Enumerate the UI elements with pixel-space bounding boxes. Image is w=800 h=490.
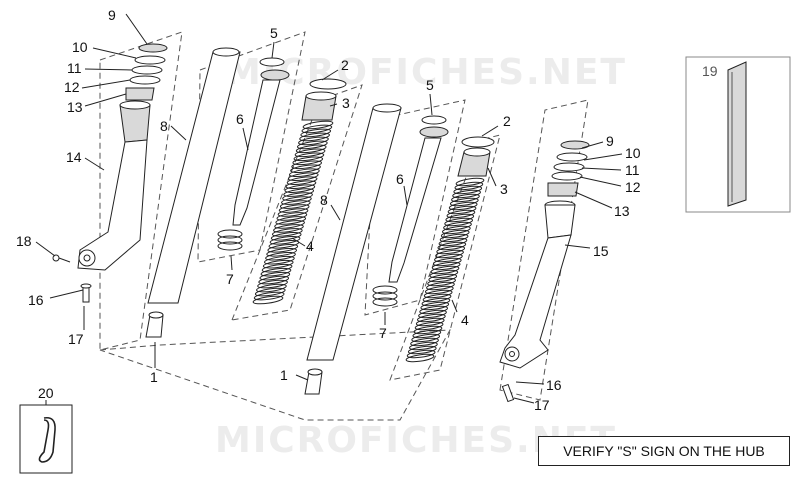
label-11-right: 11 xyxy=(625,162,640,178)
dash-outline-right-rod xyxy=(364,99,466,316)
piston-right xyxy=(457,136,495,177)
fork-tube-left xyxy=(147,47,241,304)
dash-outline-right-fork xyxy=(499,99,589,401)
screw-right xyxy=(501,383,515,403)
label-8-left: 8 xyxy=(160,118,168,134)
seal-stack-left xyxy=(125,43,168,101)
label-12-right: 12 xyxy=(625,179,641,195)
watermark-top: MICROFICHES.NET xyxy=(225,52,627,93)
label-13-left: 13 xyxy=(67,99,83,115)
label-12-left: 12 xyxy=(64,79,80,95)
verify-note-text: VERIFY "S" SIGN ON THE HUB xyxy=(563,443,765,459)
label-3-left: 3 xyxy=(342,95,350,111)
label-1-right: 1 xyxy=(280,367,288,383)
label-1-left: 1 xyxy=(150,369,158,385)
label-4-right: 4 xyxy=(461,312,469,328)
bush-right xyxy=(304,368,323,395)
main-spring-left xyxy=(252,120,334,305)
part-labels: 9 10 11 12 13 14 8 5 2 3 6 4 7 1 18 16 1… xyxy=(16,7,718,413)
screw-left xyxy=(80,283,92,303)
damper-rod-right xyxy=(388,115,449,283)
inset-19 xyxy=(685,56,791,213)
label-9-left: 9 xyxy=(108,7,116,23)
label-2-left: 2 xyxy=(341,57,349,73)
label-17-right: 17 xyxy=(534,397,550,413)
fork-leg-right xyxy=(499,200,576,369)
label-4-left: 4 xyxy=(306,238,314,254)
label-18: 18 xyxy=(16,233,32,249)
screw-18 xyxy=(52,254,71,263)
dash-outline-left-outer xyxy=(99,329,451,421)
label-14: 14 xyxy=(66,149,82,165)
label-2-right: 2 xyxy=(503,113,511,129)
label-5-left: 5 xyxy=(270,25,278,41)
label-13-right: 13 xyxy=(614,203,630,219)
seal-stack-right xyxy=(547,140,590,197)
label-10-right: 10 xyxy=(625,145,641,161)
fork-tube-right xyxy=(306,103,402,361)
small-spring-left xyxy=(217,229,243,251)
label-6-right: 6 xyxy=(396,171,404,187)
label-17-left: 17 xyxy=(68,331,84,347)
label-11-left: 11 xyxy=(67,60,82,76)
label-16-left: 16 xyxy=(28,292,44,308)
main-spring-right xyxy=(405,177,485,363)
damper-rod-left xyxy=(232,57,290,226)
inset-20 xyxy=(19,400,73,474)
dash-outline-left-spring xyxy=(231,84,363,321)
fork-leg-left xyxy=(77,100,151,271)
label-16-right: 16 xyxy=(546,377,562,393)
leader-lines xyxy=(35,13,623,404)
label-15: 15 xyxy=(593,243,609,259)
label-3-right: 3 xyxy=(500,181,508,197)
bush-left xyxy=(145,311,164,338)
small-spring-right xyxy=(372,285,398,307)
label-10-left: 10 xyxy=(72,39,88,55)
verify-note-box: VERIFY "S" SIGN ON THE HUB xyxy=(538,436,790,466)
label-9-right: 9 xyxy=(606,133,614,149)
label-8-right: 8 xyxy=(320,192,328,208)
label-7-left: 7 xyxy=(226,271,234,287)
label-5-right: 5 xyxy=(426,77,434,93)
label-20: 20 xyxy=(38,385,54,401)
label-19: 19 xyxy=(702,63,718,79)
label-6-left: 6 xyxy=(236,111,244,127)
label-7-right: 7 xyxy=(379,325,387,341)
piston-left xyxy=(301,78,347,121)
